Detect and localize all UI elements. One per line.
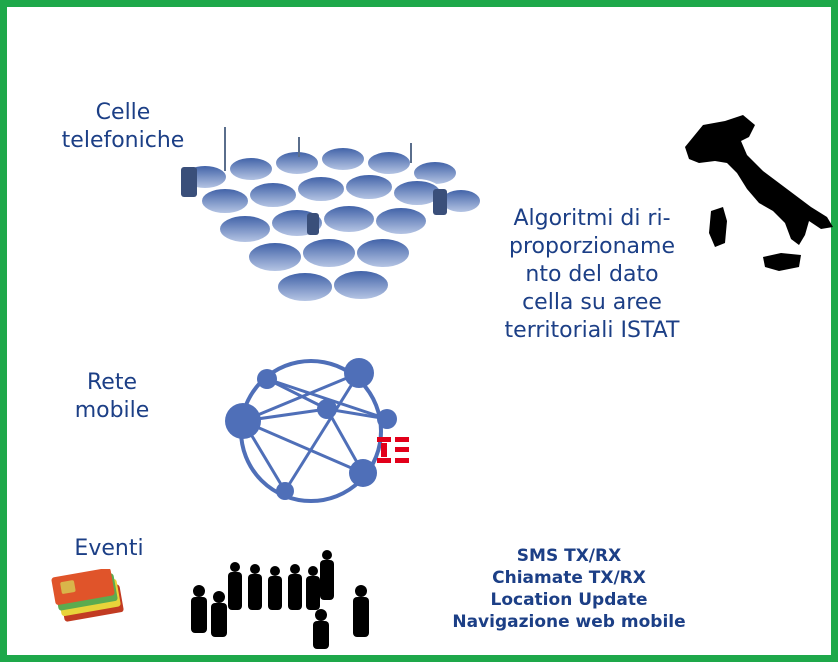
event-type-location: Location Update bbox=[490, 590, 648, 610]
sim-cards-icon bbox=[51, 569, 124, 622]
event-type-calls: Chiamate TX/RX bbox=[492, 568, 646, 588]
network-graph-icon bbox=[225, 358, 397, 503]
italy-map-icon bbox=[685, 115, 833, 271]
events-label: Eventi bbox=[74, 536, 144, 561]
crowd-icon bbox=[191, 550, 369, 649]
network-label: Rete mobile bbox=[74, 370, 150, 423]
hexagon-cells-icon bbox=[181, 127, 482, 303]
event-type-sms: SMS TX/RX bbox=[516, 546, 622, 566]
algorithm-label: Algoritmi di ri- proporzioname nto del d… bbox=[504, 206, 680, 343]
event-type-web: Navigazione web mobile bbox=[452, 612, 686, 632]
brand-logo-icon bbox=[377, 437, 409, 463]
event-type-list: SMS TX/RX Chiamate TX/RX Location Update… bbox=[419, 545, 719, 633]
cells-label: Celle telefoniche bbox=[61, 100, 185, 153]
